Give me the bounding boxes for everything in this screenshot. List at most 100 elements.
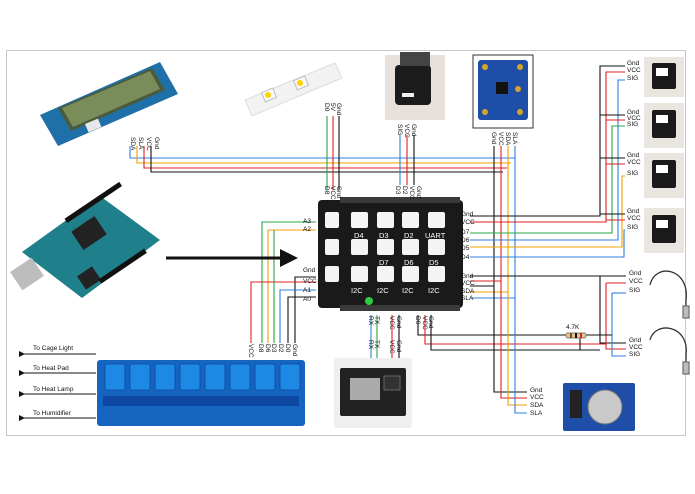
- rtc-module: [563, 383, 635, 431]
- wire-light-vcc: [470, 146, 502, 282]
- output-heat-lamp: To Heat Lamp: [33, 386, 74, 393]
- sensor-6-pin-0: Gnd: [629, 337, 642, 344]
- led-strip-pin-1: 5V: [329, 103, 336, 112]
- grove-base-shield: D4 D3 D2 UART D7 D6 D5 I2C I2C I2C I2C: [318, 197, 463, 311]
- light-sensor-pin-1: VCC: [497, 132, 504, 146]
- slot-d6: D6: [404, 258, 414, 267]
- sensor-6-pin-2: SIG: [629, 351, 640, 358]
- shield-bottom-pin-0: RX: [367, 316, 374, 326]
- slot-d7: D7: [379, 258, 389, 267]
- wire-s4-sig: [470, 229, 625, 258]
- shield-right-pin-9: SLA: [461, 295, 474, 302]
- shield-top-pin-6: Gnd: [415, 186, 422, 199]
- sensor-6-pin-1: VCC: [629, 344, 643, 351]
- shield-right-pin-4: D5: [461, 245, 470, 252]
- rtc-pin-1: VCC: [530, 394, 544, 401]
- sensor-5-pin-0: Gnd: [629, 270, 642, 277]
- shield-top-pin-3: D3: [394, 186, 401, 195]
- wire-lcd-vcc: [143, 146, 507, 169]
- sensor-2-pin-1: VCC: [627, 115, 641, 122]
- probe-2-cable: [649, 327, 687, 368]
- wire-s1-gnd: [470, 65, 625, 217]
- sensor-5-pin-2: SIG: [629, 287, 640, 294]
- shield-right-pin-8: SDA: [461, 288, 475, 295]
- led-strip-pin-2: Gnd: [335, 103, 342, 116]
- shield-left-pin-2: Gnd: [303, 267, 316, 274]
- shield-right-pin-7: VCC: [461, 280, 475, 287]
- shield-left-pin-4: A1: [303, 287, 311, 294]
- wifi-pin-1: TX: [373, 340, 380, 349]
- relay-pin-4: D2: [277, 344, 284, 353]
- slot-d2: D2: [404, 231, 414, 240]
- sensor-4-pin-0: Gnd: [627, 208, 640, 215]
- shield-right-pin-3: D6: [461, 237, 470, 244]
- shield-bottom-pin-4: D9: [414, 316, 421, 325]
- wire-a1: [279, 289, 316, 343]
- light-sensor-pin-0: Gnd: [490, 132, 497, 145]
- sensor-4-pin-2: SIG: [627, 224, 638, 231]
- relay-pin-6: Gnd: [291, 344, 298, 357]
- output-cage-light: To Cage Light: [33, 345, 73, 352]
- wifi-pin-3: Gnd: [395, 340, 402, 353]
- wifi-pin-2: VCC: [388, 340, 395, 354]
- relay-pin-1: D8: [257, 344, 264, 353]
- temp-sensor-pin-2: Gnd: [410, 124, 417, 137]
- slot-d4: D4: [354, 231, 364, 240]
- rtc-pin-3: SLA: [530, 410, 543, 417]
- light-sensor-pin-3: SLA: [511, 132, 518, 145]
- shield-bottom-pin-3: Gnd: [395, 316, 402, 329]
- lcd-display-module: [40, 62, 178, 146]
- output-humidifier: To Humidifier: [33, 410, 72, 417]
- led-strip-module: [244, 62, 343, 117]
- output-heat-pad: To Heat Pad: [33, 365, 69, 372]
- sensor-1: [644, 57, 684, 97]
- wire-s3-sig: [470, 175, 625, 248]
- sensor-3-pin-1: VCC: [627, 159, 641, 166]
- sensor-2: [644, 103, 684, 148]
- wire-bottom-gnd: [430, 315, 600, 351]
- shield-bottom-pin-2: VCC: [388, 316, 395, 330]
- wifi-pin-0: RX: [367, 340, 374, 350]
- sensor-3: [644, 153, 684, 198]
- slot-i2c-1: I2C: [351, 286, 363, 295]
- wire-rtc-vcc: [500, 281, 527, 399]
- light-sensor-module: [472, 54, 534, 129]
- shield-right-pin-6: Gnd: [461, 273, 474, 280]
- shield-top-pin-2: Gnd: [335, 186, 342, 199]
- resistor-label: 4.7K: [566, 324, 580, 331]
- probe-1-cable: [649, 270, 687, 312]
- sensor-3-pin-2: SIG: [627, 170, 638, 177]
- wire-probe-gnd-2: [599, 275, 626, 344]
- slot-d5: D5: [429, 258, 439, 267]
- rtc-pin-0: Gnd: [530, 387, 543, 394]
- relay-pin-5: D0: [284, 344, 291, 353]
- wire-rtc-sla: [514, 298, 527, 414]
- lcd-pin-3: Gnd: [153, 137, 160, 150]
- wire-d9: [417, 315, 612, 336]
- shield-left-pin-3: VCC: [303, 278, 317, 285]
- sensor-2-pin-0: Gnd: [627, 109, 640, 116]
- wire-shield-vcc-left: [250, 281, 316, 343]
- shield-right-pin-0: Gnd: [461, 211, 474, 218]
- shield-left-pin-0: A3: [303, 218, 311, 225]
- sensor-1-pin-0: Gnd: [627, 60, 640, 67]
- shield-right-pin-5: D4: [461, 254, 470, 261]
- sensor-1-pin-2: SIG: [627, 75, 638, 82]
- temp-sensor-pin-0: SIG: [396, 124, 403, 135]
- arduino-uno-board: [10, 181, 160, 298]
- sensor-2-pin-2: SIG: [627, 121, 638, 128]
- wire-s1-vcc: [470, 71, 625, 223]
- slot-i2c-4: I2C: [428, 286, 440, 295]
- shield-right-pin-2: D7: [461, 229, 470, 236]
- wire-lcd-gnd: [150, 146, 503, 173]
- rtc-pin-2: SDA: [530, 402, 544, 409]
- wire-a3: [261, 221, 316, 343]
- led-strip-pin-0: D0: [323, 103, 330, 112]
- temp-humidity-sensor: [385, 52, 445, 120]
- shield-right-pin-1: VCC: [461, 219, 475, 226]
- grove-sockets: [325, 212, 445, 282]
- shield-bottom-pin-5: VCC: [421, 316, 428, 330]
- wire-probe2-sig: [611, 293, 626, 357]
